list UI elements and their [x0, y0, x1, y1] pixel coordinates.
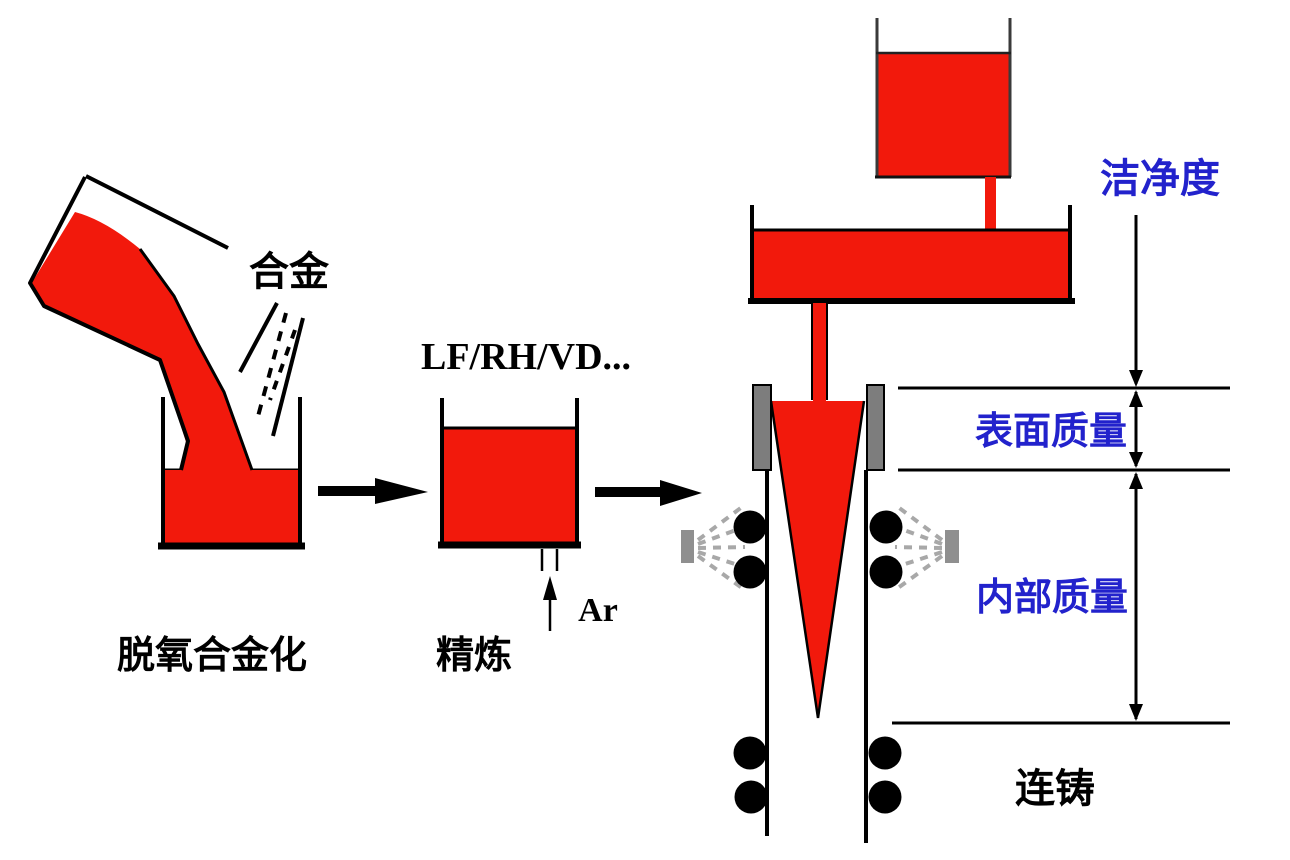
roller-lower-left-1: [733, 736, 767, 770]
flow-arrow-1: [318, 478, 428, 504]
mold-block-right: [866, 384, 885, 471]
strand-liquid-core: [769, 400, 866, 719]
stage3-label: 连铸: [1015, 766, 1095, 811]
dim-internal-quality: [1129, 472, 1143, 721]
dim-surface-quality: [1129, 390, 1143, 468]
spray-nozzle-right: [945, 530, 959, 563]
dim-arrowhead-up-2: [1129, 390, 1143, 407]
surface-quality-label: 表面质量: [975, 411, 1127, 453]
roller-lower-left-2: [734, 780, 768, 814]
dim-arrowhead-down-2: [1129, 452, 1143, 468]
spray-fan-left: [696, 505, 746, 590]
alloy-chute-line-left: [238, 302, 279, 373]
pouring-ladle-melt-stream: [31, 212, 252, 471]
roller-group: [733, 510, 903, 814]
ladle-shroud-stream: [985, 177, 996, 232]
flow-arrow-2-head: [660, 480, 702, 506]
flow-arrow-1-head: [375, 478, 428, 504]
refining-vessel-melt: [444, 428, 575, 544]
spray-fan-right: [894, 505, 944, 590]
stage1-label: 脱氧合金化: [117, 634, 307, 677]
caster-ladle-melt: [878, 53, 1009, 176]
dim-arrowhead-down-1: [1129, 370, 1143, 387]
stage2-label: 精炼: [436, 635, 512, 677]
tundish-nozzle-stream: [813, 303, 826, 403]
flow-arrow-1-shaft: [318, 486, 376, 496]
dim-cleanliness: [1129, 215, 1143, 387]
pour-stream-edge: [138, 248, 254, 471]
alloy-label: 合金: [249, 249, 330, 294]
receiving-ladle-melt: [165, 470, 298, 545]
argon-label: Ar: [578, 592, 618, 629]
flow-arrow-2-shaft: [595, 487, 661, 497]
roller-upper-right-1: [869, 510, 903, 544]
roller-upper-right-2: [869, 555, 903, 589]
roller-upper-left-1: [733, 510, 767, 544]
mold-block-left: [752, 384, 772, 471]
alloy-chute-line-right: [271, 317, 305, 437]
argon-arrow: [543, 576, 557, 631]
argon-arrow-head: [543, 576, 557, 600]
cleanliness-label: 洁净度: [1100, 156, 1220, 201]
process-label: LF/RH/VD...: [421, 336, 631, 378]
spray-nozzle-left: [681, 530, 694, 563]
flow-arrow-2: [595, 480, 702, 506]
internal-quality-label: 内部质量: [976, 577, 1128, 619]
dim-arrowhead-up-3: [1129, 472, 1143, 489]
tundish-melt: [754, 230, 1068, 299]
pouring-ladle-rim-line: [85, 174, 229, 250]
dim-arrowhead-down-3: [1129, 704, 1143, 721]
pouring-ladle-outline: [28, 176, 190, 471]
roller-lower-right-2: [868, 780, 902, 814]
alloy-chute-dash-2: [268, 329, 297, 401]
roller-upper-left-2: [733, 555, 767, 589]
roller-lower-right-1: [868, 736, 902, 770]
